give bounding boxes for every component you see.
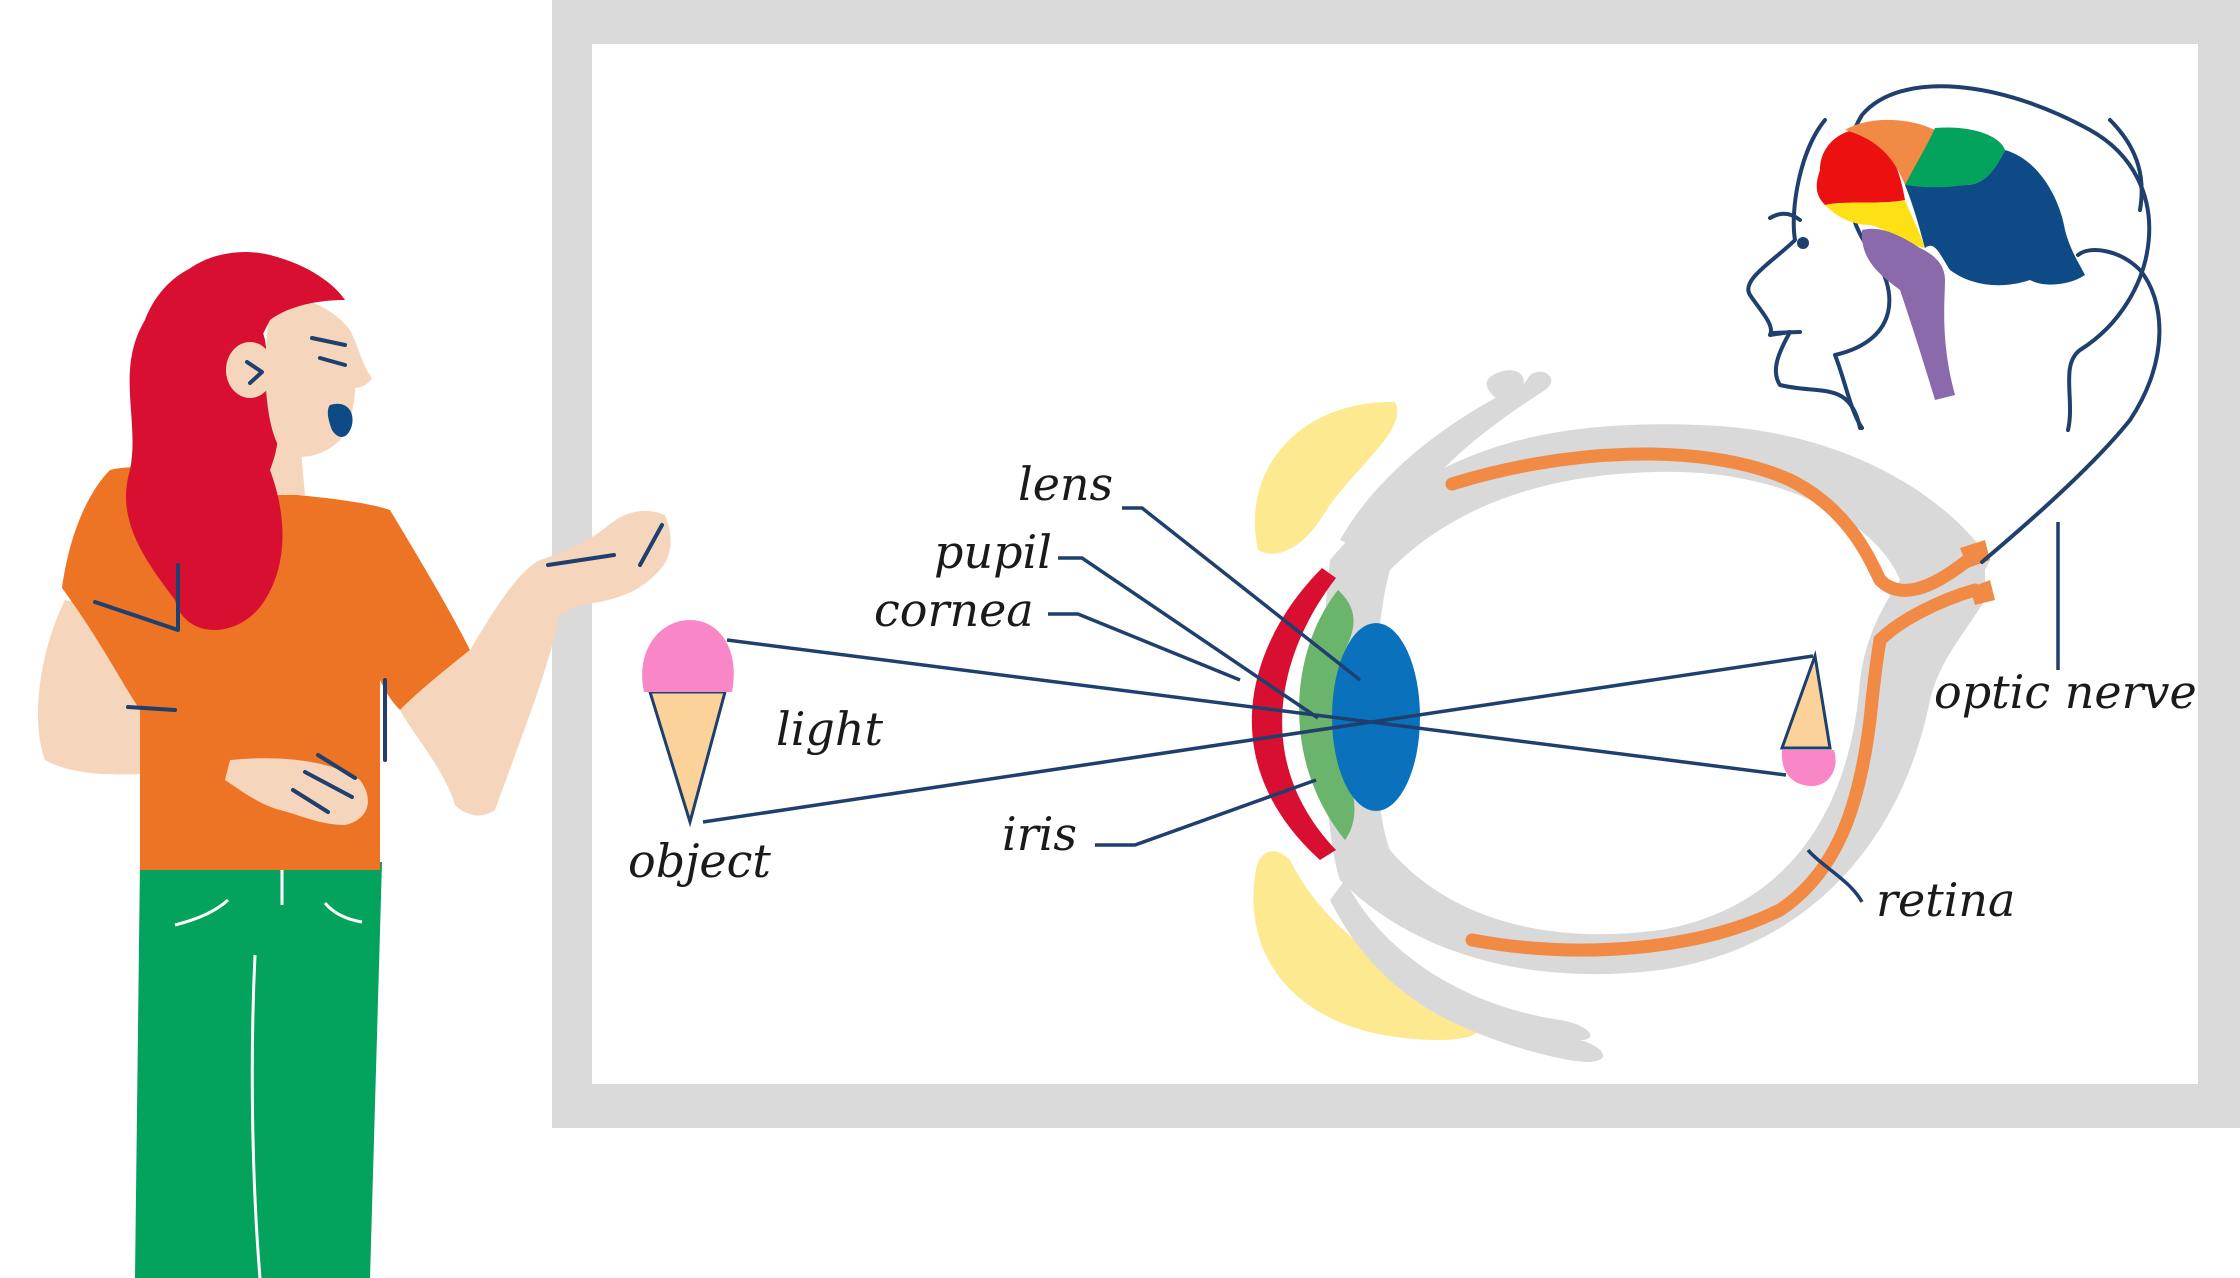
presenter-mouth (327, 403, 353, 437)
presenter-woman (37, 252, 671, 1278)
sleeve-line (126, 705, 177, 712)
ray-top (726, 638, 1787, 777)
choroid-upper (1445, 447, 1975, 597)
lens (1332, 623, 1420, 811)
brain-purple (1861, 228, 1955, 400)
presenter-ear (226, 342, 274, 398)
leader-pupil (1058, 556, 1319, 720)
brain-yellow (1825, 200, 1925, 248)
pants-pocket-left (174, 898, 230, 927)
ray-bottom (702, 654, 1814, 824)
head-outline (1833, 84, 2152, 432)
retina-scoop (1781, 750, 1836, 786)
presenter-eyebrow (310, 336, 347, 347)
brain-blue (1905, 150, 2085, 286)
diagram-labels: lens pupil cornea light object iris opti… (628, 457, 2197, 927)
label-retina: retina (1876, 873, 2015, 927)
head-with-brain (1746, 84, 2152, 432)
mouth-line (1770, 330, 1802, 335)
label-optic-nerve: optic nerve (1934, 665, 2197, 719)
light-rays (702, 638, 1814, 824)
leader-iris (1095, 778, 1317, 847)
brain-green (1905, 127, 2005, 191)
leader-lens (1122, 506, 1362, 682)
pants-seam (250, 954, 262, 1278)
eye-cross-section (1251, 370, 1995, 1062)
upper-eyelid-fat (1254, 401, 1398, 554)
label-light: light (776, 702, 883, 756)
label-object: object (628, 834, 771, 888)
head-eye (1797, 237, 1809, 249)
presenter-face (265, 297, 372, 457)
vitreous-body (1375, 471, 1900, 935)
leader-lines (1048, 506, 2060, 903)
eye-socket-line (1768, 211, 1802, 222)
leader-cornea (1048, 612, 1241, 682)
presenter-eye (318, 356, 347, 367)
object-ice-cream (642, 620, 734, 828)
presenter-pants (135, 862, 382, 1278)
raised-hand-lines (546, 523, 664, 567)
label-lens: lens (1018, 457, 1113, 511)
choroid-lower (1465, 583, 1982, 957)
label-pupil: pupil (934, 525, 1052, 579)
ear-line (245, 360, 264, 385)
optic-nerve-pathway (1980, 248, 2162, 564)
presenter-hair-top (163, 252, 345, 404)
lower-hand-lines (291, 753, 357, 814)
head-back-line (2108, 118, 2144, 212)
retina-image-ice-cream (1779, 650, 1836, 786)
brain-orange (1845, 119, 1935, 185)
optic-nerve-stub-lower (1970, 580, 1995, 605)
object-scoop (642, 620, 734, 692)
lower-eye-muscle (1330, 880, 1604, 1062)
label-iris: iris (1002, 807, 1077, 861)
label-cornea: cornea (874, 583, 1034, 637)
cornea (1251, 568, 1336, 860)
back-arm-line (93, 563, 180, 632)
pants-pocket-right (323, 902, 363, 924)
retina-cone (1779, 650, 1832, 750)
presenter-front-arm (400, 510, 671, 816)
leader-retina (1806, 848, 1864, 903)
